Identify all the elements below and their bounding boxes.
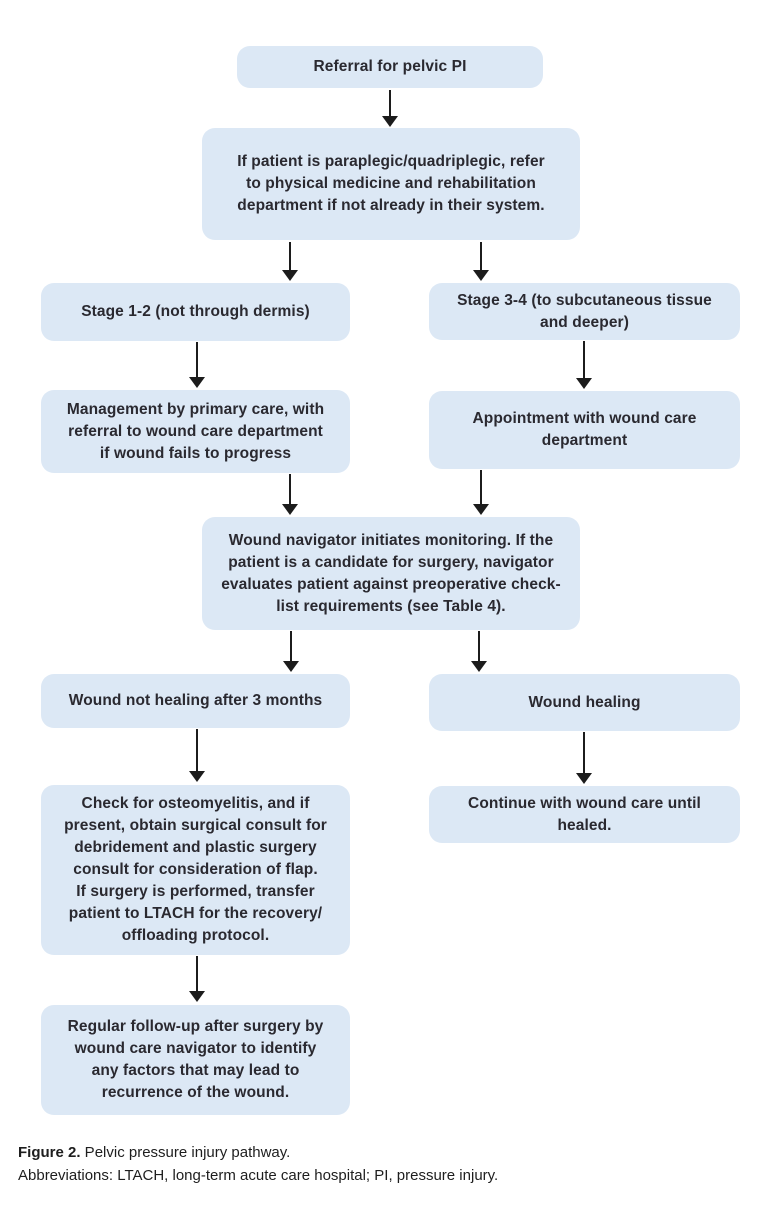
node-stage-1-2: Stage 1-2 (not through dermis): [41, 283, 350, 341]
node-osteomyelitis: Check for osteomyelitis, and if present,…: [41, 785, 350, 955]
caption-title-text: Pelvic pressure injury pathway.: [80, 1144, 291, 1161]
node-paraplegic: If patient is paraplegic/quadriplegic, r…: [202, 128, 580, 240]
arrow-osteomyelitis-to-followup: [189, 956, 205, 1002]
node-referral: Referral for pelvic PI: [237, 46, 543, 88]
node-followup: Regular follow-up after surgery by wound…: [41, 1005, 350, 1115]
node-management: Management by primary care, with referra…: [41, 390, 350, 473]
node-healing: Wound healing: [429, 674, 740, 731]
arrow-paraplegic-to-stage-1-2: [282, 242, 298, 281]
arrow-stage-1-2-to-management: [189, 342, 205, 388]
caption-line-1: Figure 2. Pelvic pressure injury pathway…: [18, 1141, 738, 1164]
node-continue-care: Continue with wound care until healed.: [429, 786, 740, 843]
arrow-management-to-navigator: [282, 474, 298, 515]
caption-abbreviations: Abbreviations: LTACH, long-term acute ca…: [18, 1167, 499, 1184]
node-stage-3-4: Stage 3-4 (to subcutaneous tissue and de…: [429, 283, 740, 340]
arrow-paraplegic-to-stage-3-4: [473, 242, 489, 281]
arrow-not-healing-to-osteomyelitis: [189, 729, 205, 782]
arrow-stage-3-4-to-appointment: [576, 341, 592, 389]
arrow-referral-to-paraplegic: [382, 90, 398, 127]
arrow-navigator-to-healing: [471, 631, 487, 672]
figure-caption: Figure 2. Pelvic pressure injury pathway…: [18, 1141, 738, 1187]
node-navigator: Wound navigator initiates monitoring. If…: [202, 517, 580, 630]
node-not-healing: Wound not healing after 3 months: [41, 674, 350, 728]
caption-figure-label: Figure 2.: [18, 1144, 81, 1161]
node-appointment: Appointment with wound care department: [429, 391, 740, 469]
arrow-healing-to-continue-care: [576, 732, 592, 784]
arrow-appointment-to-navigator: [473, 470, 489, 515]
arrow-navigator-to-not-healing: [283, 631, 299, 672]
